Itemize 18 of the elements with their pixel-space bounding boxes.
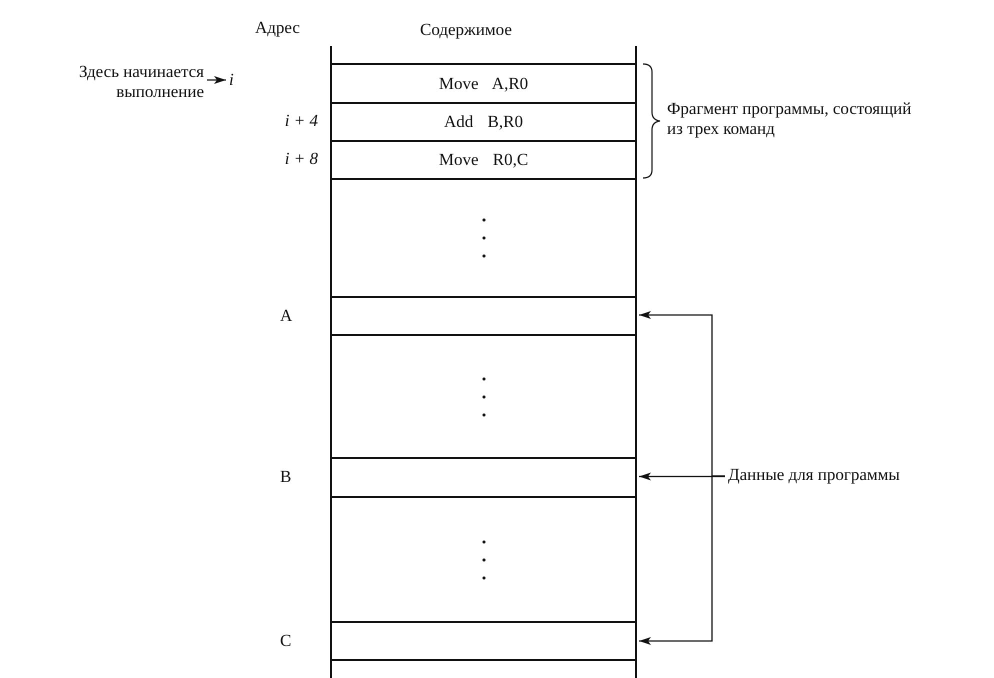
- annotation-text: Данные для программы: [728, 465, 990, 487]
- column-heading: Адрес: [255, 18, 300, 38]
- address-label: i + 8: [284, 149, 318, 169]
- column-heading: Содержимое: [420, 20, 512, 40]
- address-label: C: [280, 631, 292, 651]
- arrow: [639, 475, 725, 645]
- instruction-text: Move R0,C: [438, 150, 528, 170]
- arrow: [639, 472, 725, 480]
- address-label: B: [280, 467, 292, 487]
- arrow: [207, 76, 226, 84]
- annotation-text: Здесь начинается выполнение: [0, 62, 204, 104]
- instruction-text: Add B,R0: [444, 112, 523, 132]
- address-label: A: [280, 306, 292, 326]
- instruction-text: Move A,R0: [438, 74, 528, 94]
- address-label: i + 4: [284, 111, 318, 131]
- memory-block: [331, 621, 636, 661]
- annotation-text: Фрагмент программы, состоящий из трех команд: [667, 99, 912, 139]
- address-label: i: [229, 70, 239, 90]
